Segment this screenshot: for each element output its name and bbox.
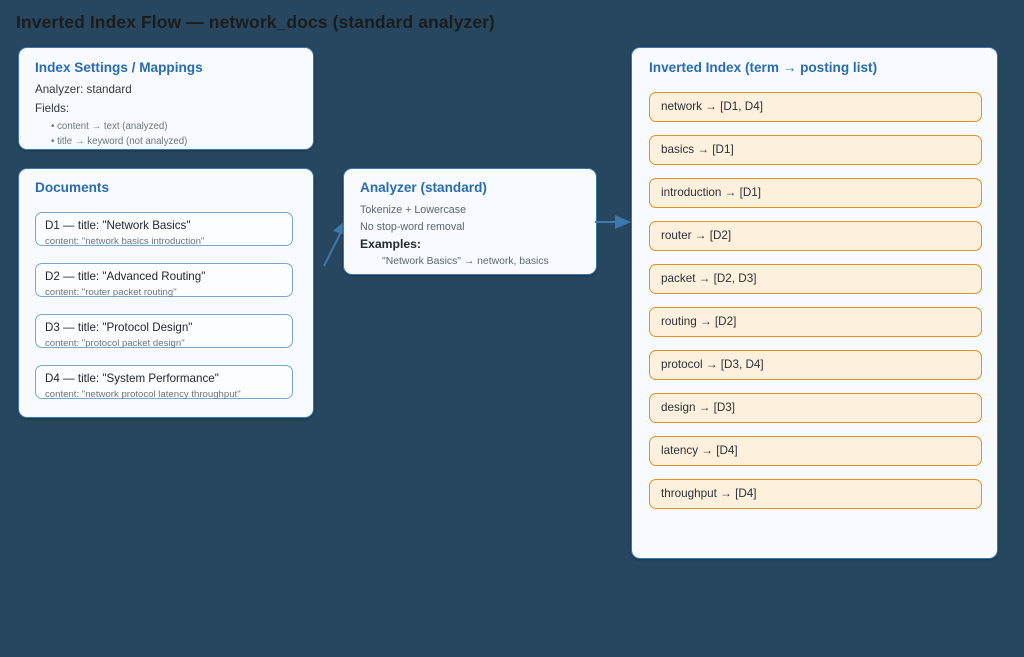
field-mapping-title: • title → keyword (not analyzed) bbox=[51, 136, 188, 147]
document-card[interactable]: D2 — title: "Advanced Routing" content: … bbox=[35, 263, 293, 298]
term-row[interactable]: routing → [D2] bbox=[649, 307, 982, 337]
documents-title: Documents bbox=[35, 180, 110, 195]
term-row[interactable]: design → [D3] bbox=[649, 393, 982, 423]
analyzer-examples-label: Examples: bbox=[360, 237, 421, 251]
analyzer-panel: Analyzer (standard) Tokenize + Lowercase… bbox=[343, 168, 597, 275]
index-settings-panel: Index Settings / Mappings Analyzer: stan… bbox=[18, 47, 314, 150]
term-entry-label: design → [D3] bbox=[661, 401, 736, 414]
inverted-index-title: Inverted Index (term → posting list) bbox=[649, 60, 878, 75]
term-row[interactable]: protocol → [D3, D4] bbox=[649, 350, 982, 380]
analyzer-stopword-line: No stop-word removal bbox=[360, 221, 465, 233]
term-row[interactable]: router → [D2] bbox=[649, 221, 982, 251]
index-settings-title: Index Settings / Mappings bbox=[35, 60, 203, 75]
term-entry-label: latency → [D4] bbox=[661, 444, 738, 457]
analyzer-tokenize-line: Tokenize + Lowercase bbox=[360, 204, 467, 216]
term-entry-label: router → [D2] bbox=[661, 229, 732, 242]
arrow-analyzer-to-index bbox=[595, 215, 631, 229]
field-mapping-content: • content → text (analyzed) bbox=[51, 121, 168, 132]
document-title: D1 — title: "Network Basics" bbox=[45, 219, 191, 232]
document-title: D2 — title: "Advanced Routing" bbox=[45, 270, 206, 283]
document-content: content: "network protocol latency throu… bbox=[45, 389, 241, 400]
term-entry-label: packet → [D2, D3] bbox=[661, 272, 757, 285]
analyzer-example-item: "Network Basics" → network, basics bbox=[382, 256, 549, 267]
inverted-index-panel: Inverted Index (term → posting list) net… bbox=[631, 47, 998, 559]
documents-panel: Documents D1 — title: "Network Basics" c… bbox=[18, 168, 314, 418]
document-list: D1 — title: "Network Basics" content: "n… bbox=[35, 212, 293, 400]
document-card[interactable]: D1 — title: "Network Basics" content: "n… bbox=[35, 212, 293, 247]
document-content: content: "network basics introduction" bbox=[45, 236, 205, 247]
document-title: D3 — title: "Protocol Design" bbox=[45, 321, 193, 334]
term-row[interactable]: throughput → [D4] bbox=[649, 479, 982, 509]
term-row[interactable]: packet → [D2, D3] bbox=[649, 264, 982, 294]
term-row[interactable]: network → [D1, D4] bbox=[649, 92, 982, 122]
term-entry-label: introduction → [D1] bbox=[661, 186, 762, 199]
document-content: content: "protocol packet design" bbox=[45, 338, 185, 349]
document-card[interactable]: D3 — title: "Protocol Design" content: "… bbox=[35, 314, 293, 349]
term-row[interactable]: latency → [D4] bbox=[649, 436, 982, 466]
document-content: content: "router packet routing" bbox=[45, 287, 177, 298]
analyzer-setting-line: Analyzer: standard bbox=[35, 83, 132, 96]
analyzer-title: Analyzer (standard) bbox=[360, 180, 487, 195]
document-card[interactable]: D4 — title: "System Performance" content… bbox=[35, 365, 293, 400]
term-entry-label: network → [D1, D4] bbox=[661, 100, 763, 113]
term-row[interactable]: basics → [D1] bbox=[649, 135, 982, 165]
page-title: Inverted Index Flow — network_docs (stan… bbox=[16, 12, 495, 32]
term-row[interactable]: introduction → [D1] bbox=[649, 178, 982, 208]
term-entry-label: throughput → [D4] bbox=[661, 487, 757, 500]
term-entry-label: protocol → [D3, D4] bbox=[661, 358, 764, 371]
term-entry-label: basics → [D1] bbox=[661, 143, 734, 156]
term-entry-label: routing → [D2] bbox=[661, 315, 737, 328]
document-title: D4 — title: "System Performance" bbox=[45, 372, 219, 385]
fields-label: Fields: bbox=[35, 102, 70, 115]
term-list: network → [D1, D4] basics → [D1] introdu… bbox=[649, 92, 982, 509]
